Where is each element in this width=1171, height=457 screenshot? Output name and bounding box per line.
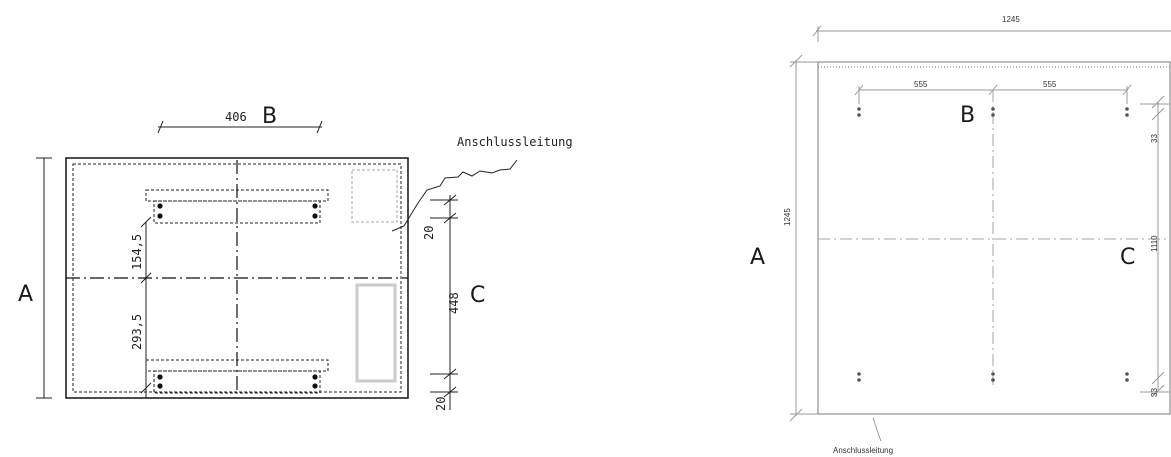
left-dim-lower-value: 293,5 — [130, 314, 144, 350]
left-dim-upper-value: 154,5 — [130, 234, 144, 270]
left-label-b: B — [262, 104, 277, 129]
right-mounting-holes — [857, 107, 1129, 382]
left-connection-label: Anschlussleitung — [457, 135, 573, 149]
left-dim-top-value: 406 — [225, 110, 247, 124]
left-dim-right-bottom-value: 20 — [434, 397, 448, 411]
right-dim-bottom-offset-value: 33 — [1150, 388, 1159, 397]
right-dim-left-span-value: 555 — [914, 80, 928, 89]
right-height-dimension — [789, 54, 818, 422]
left-label-c: C — [470, 283, 485, 308]
left-dim-right-top-value: 20 — [422, 226, 436, 240]
right-label-a: A — [750, 245, 765, 270]
right-outer-frame — [817, 61, 1171, 415]
right-drawing: 1245 1245 A 555 555 B — [750, 15, 1171, 455]
right-dim-right-span-value: 555 — [1043, 80, 1057, 89]
left-dimension-b — [157, 120, 323, 134]
right-label-b: B — [960, 103, 975, 128]
left-inner-vertical-dimension — [140, 216, 152, 398]
right-dim-top-offset-value: 33 — [1150, 134, 1159, 143]
right-label-c: C — [1120, 245, 1135, 270]
right-span-dimensions — [854, 84, 1132, 104]
left-dim-right-main-value: 448 — [447, 292, 461, 314]
left-connection-cable — [391, 159, 518, 232]
right-inner-height-dimension — [1140, 95, 1170, 398]
left-dimension-c — [430, 194, 458, 410]
left-top-bracket — [145, 189, 329, 224]
right-width-dimension — [812, 25, 1171, 42]
right-dim-inner-height-value: 1110 — [1150, 235, 1159, 252]
right-dim-height-value: 1245 — [783, 208, 792, 226]
left-junction-box-top — [351, 169, 398, 223]
left-dimension-a — [36, 157, 52, 399]
right-dim-width-value: 1245 — [1002, 15, 1020, 24]
left-label-a: A — [18, 282, 33, 307]
right-connection-lead — [872, 417, 882, 442]
right-connection-label: Anschlussleitung — [833, 446, 893, 455]
left-drawing: Anschlussleitung A 406 B 154,5 293,5 — [18, 104, 573, 411]
left-junction-box-bottom — [355, 283, 397, 383]
